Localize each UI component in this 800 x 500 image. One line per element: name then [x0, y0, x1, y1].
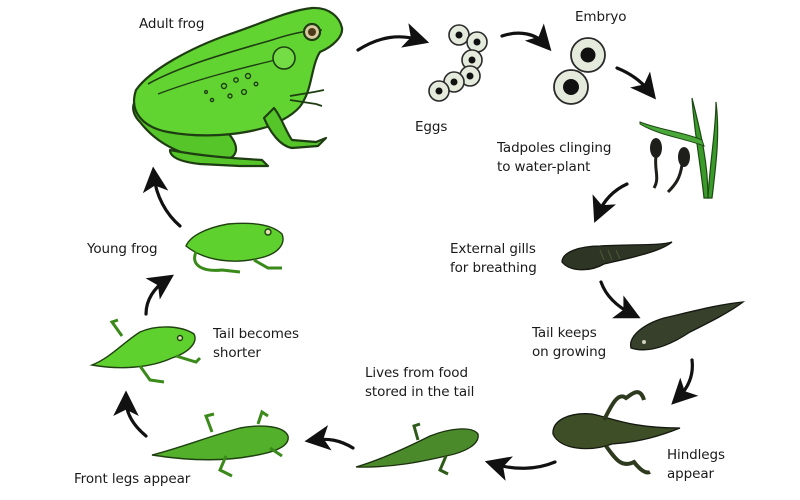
label-hindlegs-line2: appear: [667, 466, 714, 482]
arrow-hindlegs-to-food-tail: [484, 456, 557, 481]
label-tail-shorter: Tail becomes shorter: [213, 325, 299, 363]
tadpole-hindlegs-illustration: [552, 390, 681, 475]
arrow-embryo-to-tadpoles: [615, 66, 656, 100]
eggs-illustration: [428, 24, 488, 102]
label-young-frog: Young frog: [87, 241, 158, 257]
label-tadpoles-line1: Tadpoles clinging: [497, 140, 612, 156]
label-food-tail: Lives from food stored in the tail: [365, 364, 474, 402]
label-gills-line2: for breathing: [450, 260, 537, 276]
label-tail-growing: Tail keeps on growing: [532, 324, 606, 362]
froglet-tail-shorter-illustration: [89, 318, 202, 384]
arrow-food-tail-to-front-legs: [304, 425, 355, 451]
label-tail-growing-line1: Tail keeps: [532, 325, 597, 341]
froglet-food-in-tail-illustration: [355, 422, 479, 476]
young-frog-illustration: [185, 222, 284, 274]
label-external-gills: External gills for breathing: [450, 240, 537, 278]
cycle-arrows: [113, 23, 699, 481]
label-hindlegs-line1: Hindlegs: [667, 447, 725, 463]
label-tail-growing-line2: on growing: [532, 344, 607, 360]
label-eggs: Eggs: [415, 119, 448, 135]
arrow-tail-shorter-to-young-frog: [144, 274, 174, 316]
label-hindlegs: Hindlegs appear: [667, 446, 725, 484]
froglet-front-legs-illustration: [151, 409, 289, 478]
arrow-young-frog-to-adult: [142, 166, 182, 228]
adult-frog-illustration: [132, 6, 344, 168]
arrow-tail-growing-to-hindlegs: [671, 358, 699, 405]
embryo-illustration: [553, 37, 606, 105]
arrow-front-legs-to-tail-shorter: [113, 390, 148, 438]
arrow-gills-to-tail-growing: [599, 280, 641, 319]
label-tadpoles-clinging: Tadpoles clinging to water-plant: [497, 139, 611, 177]
water-plant-tadpoles-illustration: [639, 97, 719, 199]
arrow-eggs-to-embryo: [500, 23, 552, 52]
label-tail-shorter-line2: shorter: [213, 345, 261, 361]
label-tadpoles-line2: to water-plant: [497, 159, 591, 175]
tadpole-tail-growing-illustration: [630, 301, 746, 351]
arrow-adult-to-eggs: [356, 23, 430, 52]
label-food-tail-line2: stored in the tail: [365, 384, 475, 400]
arrow-tadpoles-to-gills: [592, 182, 629, 223]
label-gills-line1: External gills: [450, 241, 536, 257]
label-embryo: Embryo: [575, 9, 627, 25]
label-food-tail-line1: Lives from food: [365, 365, 468, 381]
label-front-legs: Front legs appear: [74, 471, 191, 487]
tadpole-external-gills-illustration: [561, 241, 673, 271]
label-adult-frog: Adult frog: [139, 16, 205, 32]
label-tail-shorter-line1: Tail becomes: [213, 326, 299, 342]
